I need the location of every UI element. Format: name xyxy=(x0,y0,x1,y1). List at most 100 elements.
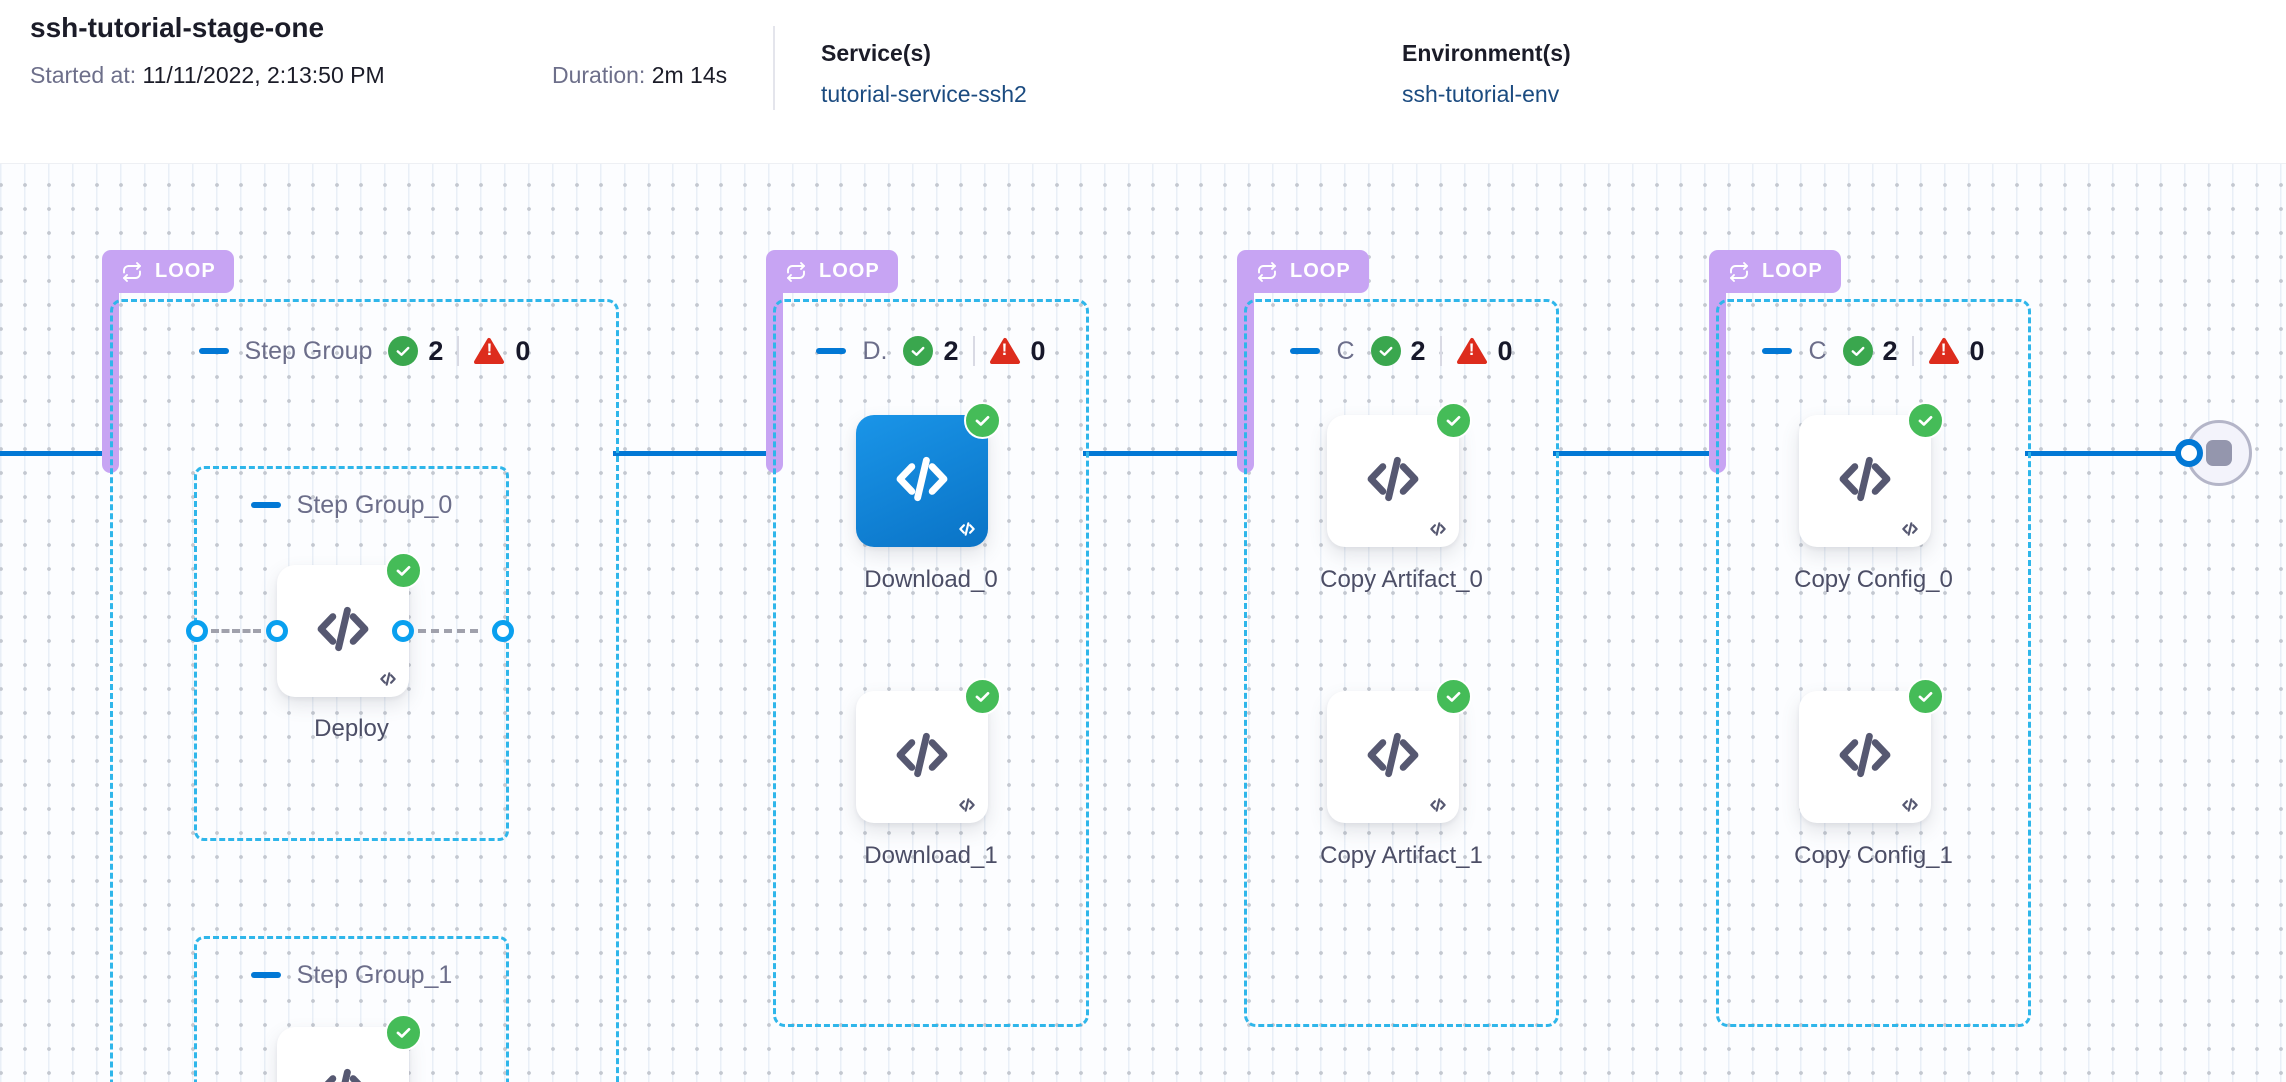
node-connector-dashed xyxy=(418,629,478,633)
success-icon xyxy=(388,336,419,366)
step-label: Download_1 xyxy=(864,842,998,869)
loop-icon xyxy=(1258,261,1276,282)
step-node-copy-artifact-0[interactable] xyxy=(1327,402,1472,547)
port-handle[interactable] xyxy=(392,620,414,642)
pipeline-connector xyxy=(1553,451,1716,456)
group-header: C 2 ! 0 xyxy=(1247,330,1556,372)
collapse-icon[interactable] xyxy=(816,348,847,354)
environment-link[interactable]: ssh-tutorial-env xyxy=(1402,81,1560,107)
success-icon xyxy=(903,336,934,366)
collapse-icon[interactable] xyxy=(250,972,281,978)
success-icon xyxy=(385,552,422,589)
group-header: Step Group_1 xyxy=(197,957,506,993)
step-label: Copy Config_1 xyxy=(1794,842,1953,869)
started-at-value: 11/11/2022, 2:13:50 PM xyxy=(142,62,385,88)
code-icon xyxy=(324,1068,362,1082)
header-divider xyxy=(773,26,775,110)
code-icon xyxy=(1839,732,1891,778)
code-icon xyxy=(959,522,975,536)
group-label: Step Group xyxy=(244,336,373,365)
step-label: Copy Artifact_0 xyxy=(1320,566,1483,593)
success-count: 2 xyxy=(1882,335,1898,366)
status-divider xyxy=(1439,336,1442,366)
loop-icon xyxy=(1730,261,1748,282)
group-label: D. xyxy=(862,336,888,365)
code-icon xyxy=(896,732,948,778)
code-icon xyxy=(1367,456,1419,502)
started-at-label: Started at: xyxy=(30,62,137,88)
code-icon xyxy=(1902,798,1918,812)
failed-count: 0 xyxy=(515,335,531,366)
failed-count: 0 xyxy=(1497,335,1513,366)
success-count: 2 xyxy=(943,335,959,366)
failed-count: 0 xyxy=(1030,335,1046,366)
execution-header: ssh-tutorial-stage-one Started at: 11/11… xyxy=(0,0,2286,164)
status-badges: 2 ! 0 xyxy=(388,336,530,367)
collapse-icon[interactable] xyxy=(250,502,281,508)
step-group-0-container: Step Group_0 Deploy xyxy=(186,466,514,841)
collapse-icon[interactable] xyxy=(1290,348,1321,354)
group-header: Step Group_0 xyxy=(197,487,506,523)
step-node-copy-config-1[interactable] xyxy=(1799,678,1944,823)
success-count: 2 xyxy=(1410,335,1426,366)
step-label: Download_0 xyxy=(864,566,998,593)
code-icon xyxy=(896,456,948,502)
warning-icon: ! xyxy=(473,337,505,366)
loop-icon xyxy=(123,261,141,282)
success-icon xyxy=(1370,336,1401,366)
collapse-icon[interactable] xyxy=(198,348,229,354)
environments-block: Environment(s) ssh-tutorial-env xyxy=(1402,40,1571,108)
download-group-container: D. 2 ! 0 Download_0 Download_1 xyxy=(773,299,1089,1027)
collapse-icon[interactable] xyxy=(1762,348,1793,354)
duration: Duration: 2m 14s xyxy=(552,62,727,89)
code-icon xyxy=(1367,732,1419,778)
port-handle[interactable] xyxy=(266,620,288,642)
success-icon xyxy=(1435,678,1472,715)
service-link[interactable]: tutorial-service-ssh2 xyxy=(821,81,1027,107)
pipeline-connector xyxy=(613,451,773,456)
pipeline-connector xyxy=(2025,451,2177,456)
group-label: C xyxy=(1808,336,1827,365)
stage-end-node xyxy=(2186,420,2252,486)
status-badges: 2 ! 0 xyxy=(1370,335,1513,367)
group-header: Step Group 2 ! 0 xyxy=(113,330,616,372)
group-header: D. 2 ! 0 xyxy=(776,330,1086,372)
copy-config-group-container: C 2 ! 0 Copy Config_0 Copy Config_1 xyxy=(1716,299,2031,1027)
success-icon xyxy=(385,1014,422,1051)
step-node[interactable] xyxy=(277,1014,422,1082)
success-icon xyxy=(1435,402,1472,439)
port-handle[interactable] xyxy=(2175,439,2203,467)
duration-value: 2m 14s xyxy=(651,62,728,88)
status-divider xyxy=(457,336,460,366)
status-divider xyxy=(1911,336,1914,366)
group-label: Step Group_0 xyxy=(296,490,453,519)
stop-icon xyxy=(2206,440,2232,466)
warning-icon: ! xyxy=(989,337,1021,366)
status-badges: 2 ! 0 xyxy=(1842,335,1985,367)
port-handle[interactable] xyxy=(492,620,514,642)
port-handle[interactable] xyxy=(186,620,208,642)
loop-badge-label: LOOP xyxy=(1762,260,1823,282)
code-icon xyxy=(1430,798,1446,812)
step-group-1-container: Step Group_1 xyxy=(194,936,509,1082)
pipeline-canvas[interactable]: LOOP LOOP LOOP LOOP Step Group 2 ! 0 xyxy=(0,163,2286,1082)
code-icon xyxy=(380,672,396,686)
step-node-deploy[interactable] xyxy=(277,552,422,697)
code-icon xyxy=(1902,522,1918,536)
loop-badge: LOOP xyxy=(766,250,898,293)
step-node-download-1[interactable] xyxy=(856,678,1001,823)
step-label: Copy Artifact_1 xyxy=(1320,842,1483,869)
warning-icon: ! xyxy=(1928,337,1960,366)
loop-badge: LOOP xyxy=(1237,250,1369,293)
failed-count: 0 xyxy=(1969,335,1985,366)
step-node-download-0[interactable] xyxy=(856,402,1001,547)
step-node-copy-artifact-1[interactable] xyxy=(1327,678,1472,823)
services-block: Service(s) tutorial-service-ssh2 xyxy=(821,40,1027,108)
success-icon xyxy=(964,402,1001,439)
step-group-container: Step Group 2 ! 0 Step Group_0 xyxy=(110,299,619,1082)
success-icon xyxy=(964,678,1001,715)
node-connector-dashed xyxy=(211,629,261,633)
loop-badge-label: LOOP xyxy=(819,260,880,282)
group-label: Step Group_1 xyxy=(296,960,453,989)
step-node-copy-config-0[interactable] xyxy=(1799,402,1944,547)
